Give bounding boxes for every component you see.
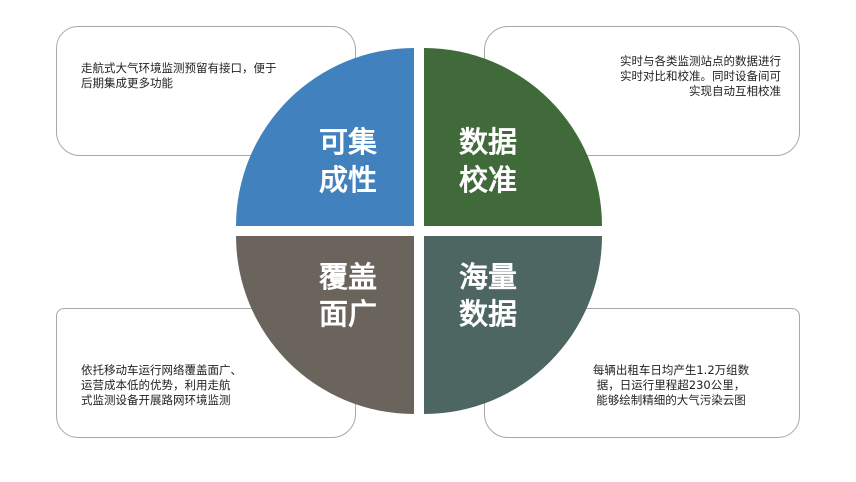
quadrant-massive-data-title-1: 海量: [459, 260, 517, 294]
callout-massive-data-text: 每辆出租车日均产生1.2万组数 据，日运行里程超230公里， 能够绘制精细的大气…: [592, 362, 750, 407]
callout-wide-coverage-text: 依托移动车运行网络覆盖面广、 运营成本低的优势，利用走航 式监测设备开展路网环境…: [81, 362, 242, 407]
quadrant-data-calibration: [424, 48, 602, 226]
quadrant-integrability: [236, 48, 414, 226]
callout-data-calibration-text: 实时与各类监测站点的数据进行 实时对比和校准。同时设备间可 实现自动互相校准: [620, 53, 781, 98]
quadrant-wide-coverage-title-1: 覆盖: [319, 260, 377, 294]
quadrant-integrability-title-1: 可集: [319, 125, 378, 159]
quadrant-massive-data: [424, 236, 602, 414]
callout-integrability-text: 走航式大气环境监测预留有接口，便于后期集成更多功能: [81, 61, 277, 90]
quadrant-wide-coverage-title-2: 面广: [319, 297, 377, 331]
quadrant-integrability-title-2: 成性: [319, 163, 377, 197]
quadrant-wide-coverage: [236, 236, 414, 414]
quadrant-massive-data-title-2: 数据: [459, 297, 517, 331]
quadrant-data-calibration-title-1: 数据: [459, 125, 517, 159]
quadrant-data-calibration-title-2: 校准: [459, 163, 517, 197]
